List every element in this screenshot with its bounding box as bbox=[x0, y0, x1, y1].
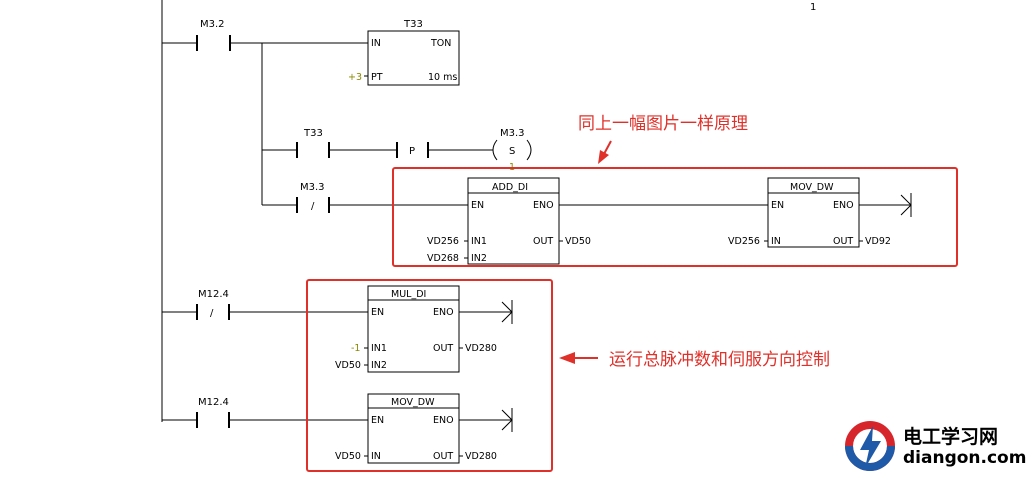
add-di-out: OUT bbox=[533, 236, 553, 247]
mov-dw2-title: MOV_DW bbox=[391, 397, 435, 408]
annotation-top: 同上一幅图片一样原理 bbox=[578, 114, 748, 134]
nc-slash-2: / bbox=[210, 308, 214, 319]
mov-dw1-title: MOV_DW bbox=[790, 182, 834, 193]
mov-dw1-in: IN bbox=[771, 236, 781, 247]
timer-resolution: 10 ms bbox=[428, 72, 457, 83]
rung-number: 1 bbox=[810, 2, 816, 13]
rung-m124-mul bbox=[162, 285, 513, 373]
mov-dw-block-2 bbox=[367, 393, 460, 464]
contact-m124-nc-label: M12.4 bbox=[198, 289, 229, 300]
timer-name: T33 bbox=[403, 19, 423, 30]
add-di-en: EN bbox=[471, 200, 484, 211]
add-di-out-value: VD50 bbox=[565, 236, 591, 247]
annotation-top-arrow bbox=[598, 140, 612, 164]
rung-m33-add bbox=[262, 177, 912, 265]
timer-in-label: IN bbox=[371, 38, 381, 49]
mul-di-in1-value: -1 bbox=[351, 343, 360, 354]
contact-t33-label: T33 bbox=[303, 128, 323, 139]
add-di-in1-value: VD256 bbox=[427, 236, 459, 247]
nc-slash: / bbox=[311, 201, 315, 212]
contact-m124-no-label: M12.4 bbox=[198, 397, 229, 408]
mov-dw1-eno: ENO bbox=[833, 200, 854, 211]
mul-di-en: EN bbox=[371, 307, 384, 318]
mov-dw2-in: IN bbox=[371, 451, 381, 462]
mov-dw2-in-value: VD50 bbox=[335, 451, 361, 462]
add-di-in2: IN2 bbox=[471, 253, 487, 264]
p-contact-label: P bbox=[409, 146, 415, 157]
mul-di-in2-value: VD50 bbox=[335, 360, 361, 371]
add-di-title: ADD_DI bbox=[492, 182, 528, 193]
coil-m33-label: M3.3 bbox=[500, 128, 525, 139]
annotation-bottom: 运行总脉冲数和伺服方向控制 bbox=[609, 350, 830, 370]
mul-di-in1: IN1 bbox=[371, 343, 387, 354]
coil-set-type: S bbox=[509, 146, 515, 157]
mov-dw1-en: EN bbox=[771, 200, 784, 211]
mov-dw2-en: EN bbox=[371, 415, 384, 426]
highlight-box-mul bbox=[306, 279, 553, 472]
mul-di-eno: ENO bbox=[433, 307, 454, 318]
mul-di-block bbox=[367, 285, 460, 373]
rung-m124-mov bbox=[162, 393, 513, 464]
add-di-in2-value: VD268 bbox=[427, 253, 459, 264]
rung-t33-coil bbox=[262, 139, 532, 161]
add-di-eno: ENO bbox=[533, 200, 554, 211]
mul-di-out: OUT bbox=[433, 343, 453, 354]
logo-cn: 电工学习网 bbox=[903, 425, 998, 448]
mov-dw1-out-value: VD92 bbox=[865, 236, 891, 247]
mul-di-title: MUL_DI bbox=[391, 289, 426, 300]
logo-en: diangon.com bbox=[903, 448, 1026, 468]
mov-dw1-out: OUT bbox=[833, 236, 853, 247]
rung-m32-timer bbox=[162, 30, 460, 205]
mul-di-out-value: VD280 bbox=[465, 343, 497, 354]
annotation-bottom-arrow bbox=[559, 352, 598, 364]
mul-di-in2: IN2 bbox=[371, 360, 387, 371]
mov-dw2-eno: ENO bbox=[433, 415, 454, 426]
mov-dw2-out-value: VD280 bbox=[465, 451, 497, 462]
mov-dw-block-1 bbox=[767, 177, 860, 248]
add-di-block bbox=[467, 177, 560, 265]
highlight-box-add bbox=[392, 167, 958, 267]
mov-dw2-out: OUT bbox=[433, 451, 453, 462]
mov-dw1-in-value: VD256 bbox=[728, 236, 760, 247]
logo-emblem bbox=[845, 421, 895, 471]
timer-pt-value: +3 bbox=[348, 72, 362, 83]
timer-pt-label: PT bbox=[371, 72, 383, 83]
contact-m33-label: M3.3 bbox=[300, 182, 325, 193]
timer-type: TON bbox=[430, 38, 451, 49]
add-di-in1: IN1 bbox=[471, 236, 487, 247]
ton-timer-block bbox=[367, 30, 460, 86]
contact-m32-label: M3.2 bbox=[200, 19, 225, 30]
